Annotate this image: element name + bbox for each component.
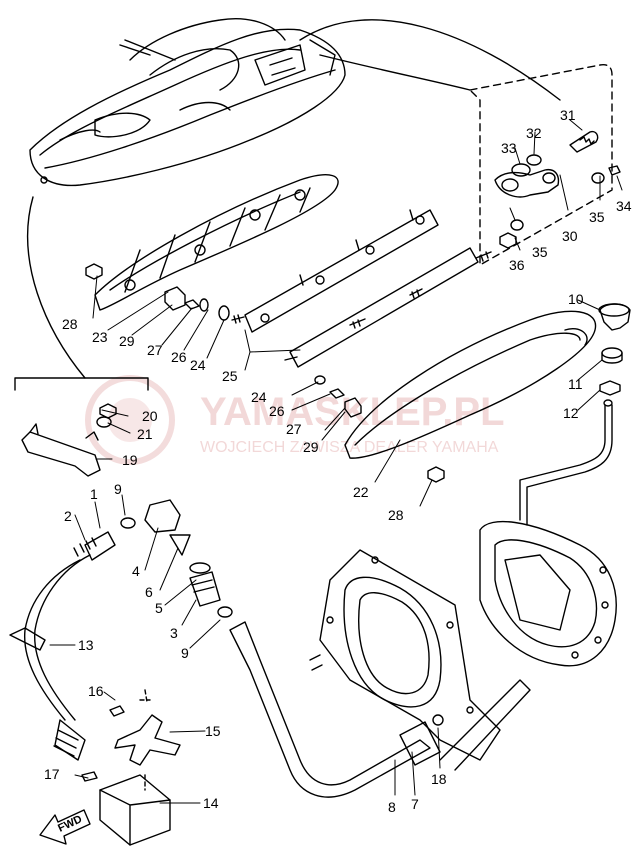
part-label-9a[interactable]: 9 (114, 481, 122, 497)
part-label-20[interactable]: 20 (142, 408, 158, 424)
leader-hull-to-bracket (26, 196, 86, 379)
part-label-2[interactable]: 2 (64, 508, 72, 524)
part-label-18[interactable]: 18 (431, 771, 447, 787)
forward-direction-arrow (39, 809, 91, 845)
washer-35b (510, 219, 524, 231)
drain-plug-assembly (519, 303, 631, 526)
part-label-16[interactable]: 16 (88, 683, 104, 699)
part-label-6[interactable]: 6 (145, 584, 153, 600)
part-label-22[interactable]: 22 (353, 484, 369, 500)
part-label-32[interactable]: 32 (526, 125, 542, 141)
part-label-33[interactable]: 33 (501, 140, 517, 156)
bracket-plate (494, 168, 560, 198)
bolt-31 (569, 130, 599, 153)
part-label-14[interactable]: 14 (203, 795, 219, 811)
intake-duct-plate (309, 549, 531, 771)
mount-bracket-detail (14, 377, 149, 477)
watermark-title: YAMASKLEP.PL (200, 390, 505, 434)
oring-33 (511, 163, 531, 177)
plate-hole-a (501, 178, 519, 192)
part-label-5[interactable]: 5 (155, 600, 163, 616)
part-label-19[interactable]: 19 (122, 452, 138, 468)
rail-plates-25 (231, 209, 492, 368)
part-label-28b[interactable]: 28 (388, 507, 404, 523)
part-label-24b[interactable]: 24 (251, 389, 267, 405)
sponson-22 (344, 310, 597, 459)
part-label-13[interactable]: 13 (78, 637, 94, 653)
part-label-35a[interactable]: 35 (589, 209, 605, 225)
jet-pump-housing (479, 520, 617, 667)
nut-36 (499, 232, 517, 249)
part-label-3[interactable]: 3 (170, 625, 178, 641)
part-label-29b[interactable]: 29 (303, 439, 319, 455)
watermark: YAMASKLEP.PL WOJCIECH ZAWISZA DEALER YAM… (85, 375, 505, 465)
watermark-logo-center (108, 398, 152, 442)
part-label-8[interactable]: 8 (388, 799, 396, 815)
part-label-15[interactable]: 15 (205, 723, 221, 739)
part-label-11[interactable]: 11 (568, 376, 583, 392)
part-label-23[interactable]: 23 (92, 329, 108, 345)
bolt-34 (608, 165, 621, 176)
part-label-17[interactable]: 17 (44, 766, 60, 782)
nozzle-detail-box (469, 64, 621, 266)
part-label-10[interactable]: 10 (568, 291, 584, 307)
part-label-1[interactable]: 1 (90, 486, 98, 502)
part-label-25[interactable]: 25 (222, 368, 238, 384)
part-label-36[interactable]: 36 (509, 257, 525, 273)
part-label-29a[interactable]: 29 (119, 333, 135, 349)
part-label-4[interactable]: 4 (132, 563, 140, 579)
part-label-7[interactable]: 7 (411, 796, 419, 812)
cooling-hoses (9, 499, 441, 798)
part-label-31[interactable]: 31 (560, 107, 576, 123)
oring-32 (526, 154, 542, 166)
part-number-labels: 1 2 3 4 5 6 7 8 9 9 10 11 12 13 14 15 16… (44, 107, 632, 815)
part-label-9b[interactable]: 9 (181, 645, 189, 661)
part-label-34[interactable]: 34 (616, 198, 632, 214)
part-label-28a[interactable]: 28 (62, 316, 78, 332)
part-label-30[interactable]: 30 (562, 228, 578, 244)
filter-clamp-assembly (81, 689, 181, 846)
part-label-26a[interactable]: 26 (171, 349, 187, 365)
part-label-24a[interactable]: 24 (190, 357, 206, 373)
watercraft-hull-illustration (29, 18, 346, 187)
part-label-21[interactable]: 21 (137, 426, 153, 442)
leader-hull-to-detail-top (299, 19, 561, 101)
part-label-27a[interactable]: 27 (147, 342, 163, 358)
part-label-35b[interactable]: 35 (532, 244, 548, 260)
plate-hole-b (542, 172, 556, 184)
leader-hull-to-detail-mid (319, 54, 471, 91)
watermark-subtitle: WOJCIECH ZAWISZA DEALER YAMAHA (200, 439, 499, 456)
part-label-26b[interactable]: 26 (269, 403, 285, 419)
callout-leaders (49, 119, 623, 804)
part-label-12[interactable]: 12 (563, 405, 579, 421)
grille-hardware (85, 263, 445, 483)
washer-35a (591, 172, 605, 184)
bolt-31-thread (579, 136, 595, 145)
part-label-27b[interactable]: 27 (286, 421, 302, 437)
intake-grille-23 (94, 174, 339, 311)
